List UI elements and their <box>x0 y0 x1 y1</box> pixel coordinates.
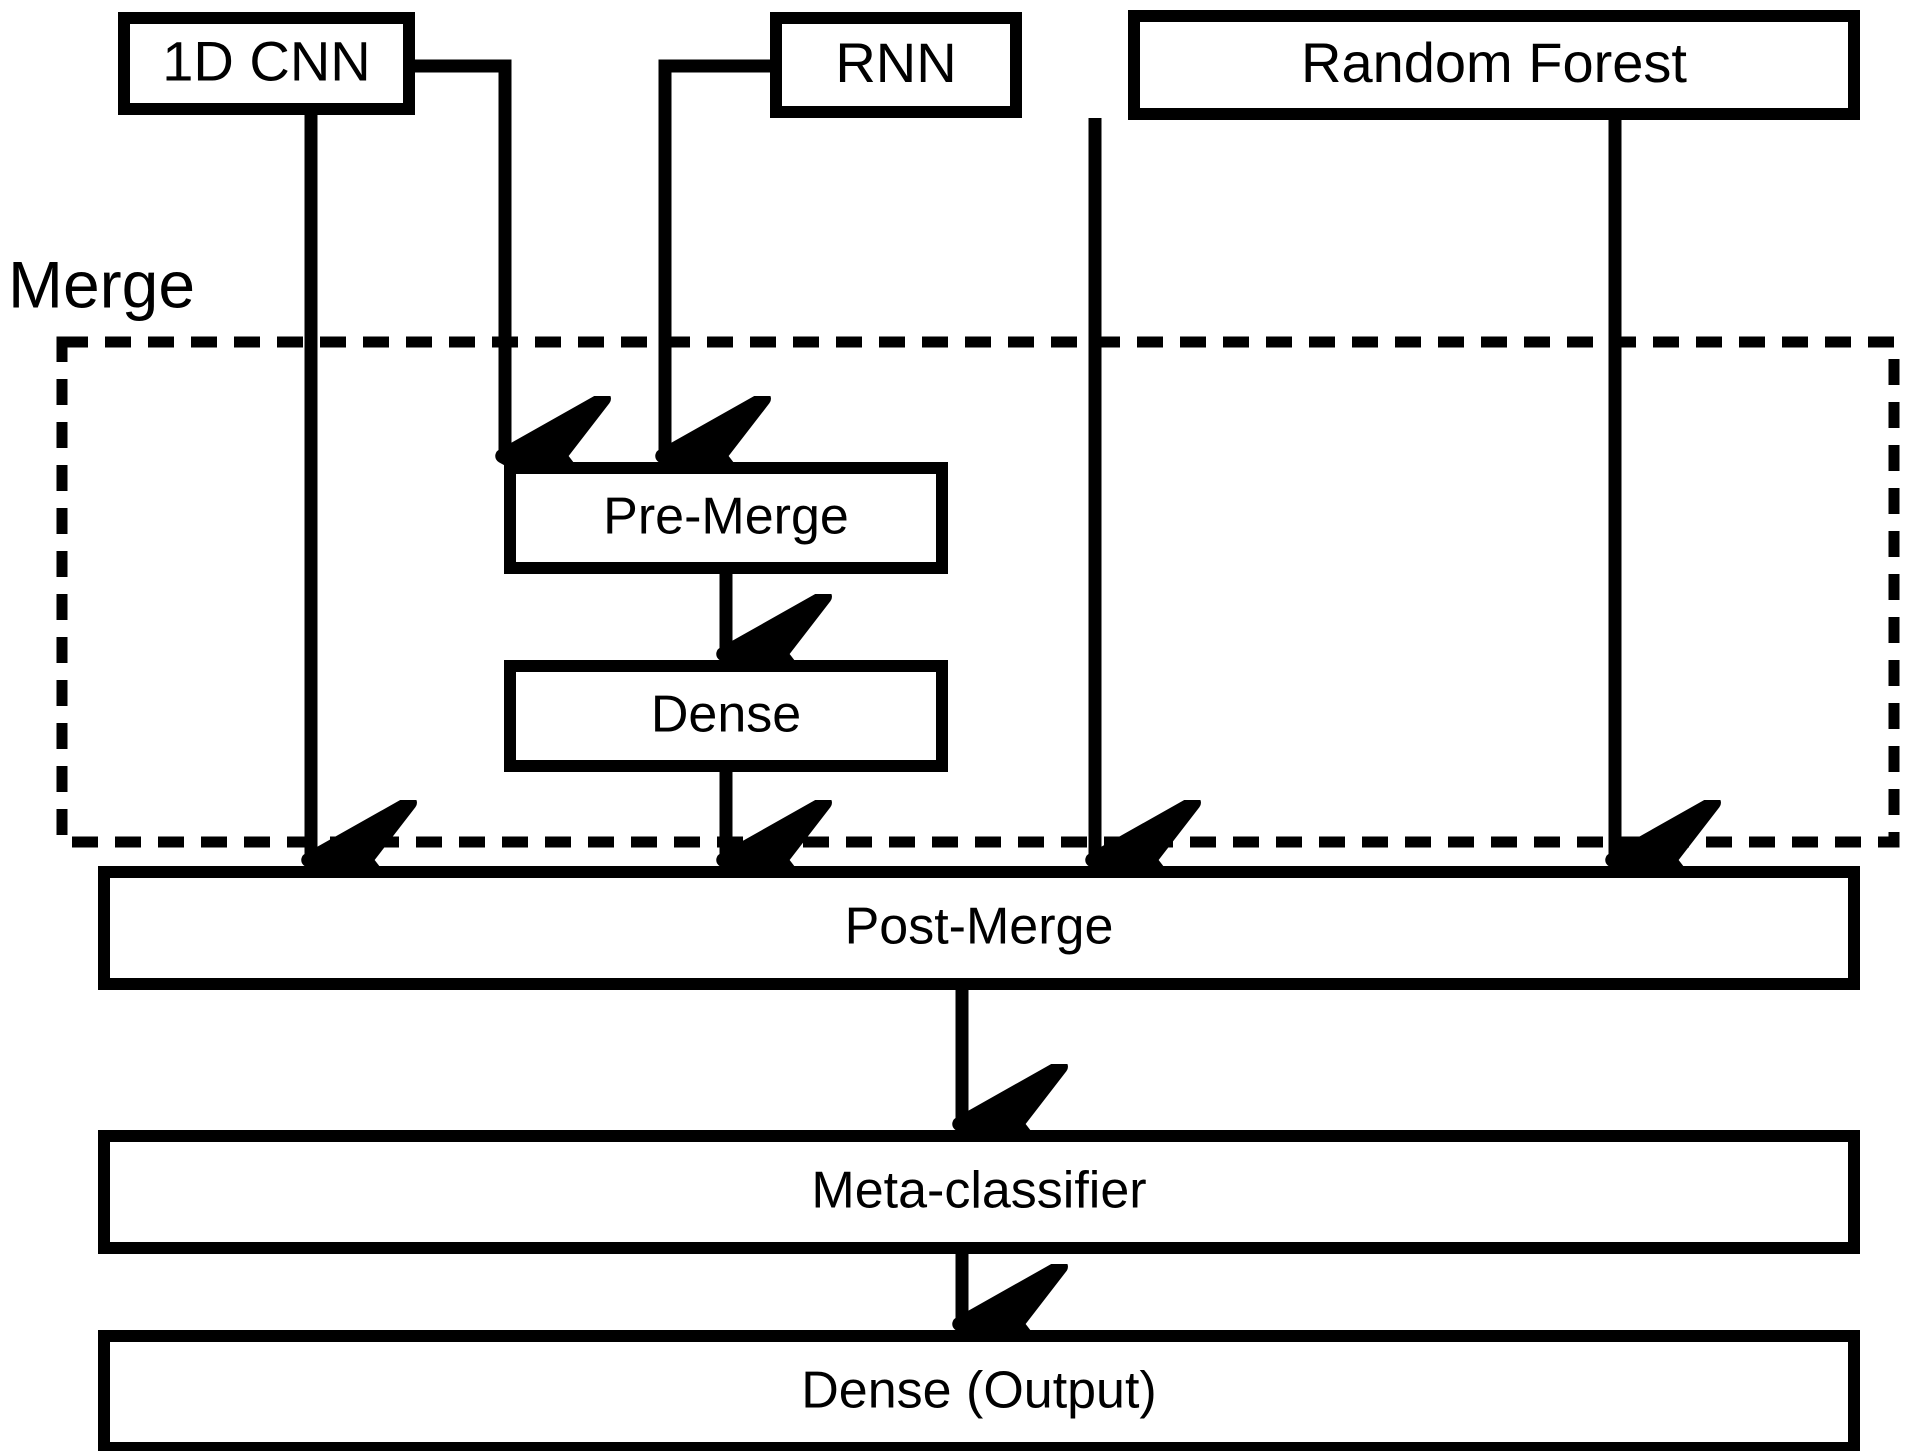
edges-layer <box>311 59 1615 1324</box>
node-dense[interactable]: Dense <box>504 660 948 772</box>
node-dense-label: Dense <box>651 686 801 744</box>
node-dense-output-label: Dense (Output) <box>801 1362 1157 1420</box>
node-meta-classifier[interactable]: Meta-classifier <box>98 1130 1860 1254</box>
node-post-merge-box <box>98 866 1860 990</box>
edge-cnn-to-pre-merge <box>415 59 505 456</box>
node-pre-merge-label: Pre-Merge <box>603 488 849 546</box>
node-random-forest-box <box>1128 10 1860 120</box>
node-1d-cnn[interactable]: 1D CNN <box>118 12 415 115</box>
node-pre-merge[interactable]: Pre-Merge <box>504 462 948 574</box>
edge-rnn-to-pre-merge <box>665 59 770 456</box>
merge-group: Merge <box>8 247 1900 848</box>
nodes-layer: 1D CNN RNN Random ForestPre-MergeDensePost… <box>98 10 1860 1451</box>
node-1d-cnn-label: 1D CNN <box>162 29 370 92</box>
node-dense-box <box>504 660 948 772</box>
node-rnn-label: RNN <box>835 31 956 94</box>
node-dense-output-box <box>98 1330 1860 1451</box>
node-pre-merge-box <box>504 462 948 574</box>
node-meta-classifier-box <box>98 1130 1860 1254</box>
merge-group-label: Merge <box>8 247 195 321</box>
node-random-forest[interactable]: Random Forest <box>1128 10 1860 120</box>
node-rnn-box <box>770 12 1022 118</box>
node-dense-output[interactable]: Dense (Output) <box>98 1330 1860 1451</box>
node-post-merge[interactable]: Post-Merge <box>98 866 1860 990</box>
node-meta-classifier-label: Meta-classifier <box>811 1162 1146 1220</box>
node-random-forest-label: Random Forest <box>1301 31 1687 94</box>
merge-group-border <box>56 336 1900 848</box>
node-1d-cnn-box <box>118 12 415 115</box>
node-rnn[interactable]: RNN <box>770 12 1022 118</box>
node-post-merge-label: Post-Merge <box>845 898 1114 956</box>
